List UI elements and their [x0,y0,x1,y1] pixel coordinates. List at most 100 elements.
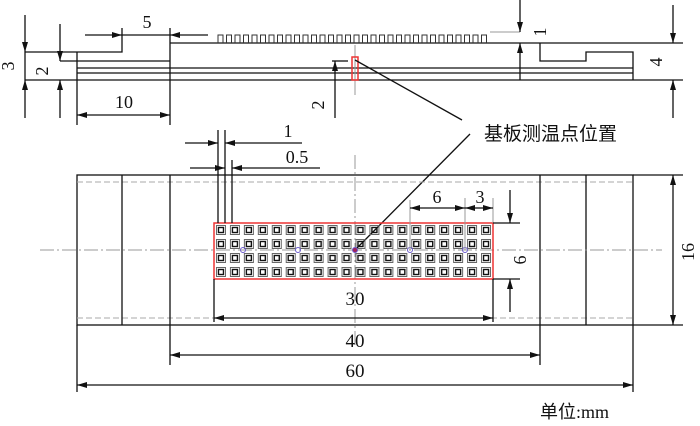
top-view: 1 0.5 6 3 6 16 30 40 60 [40,121,698,392]
pin [385,254,392,262]
pin-outer [355,239,366,249]
pin [273,268,280,276]
pin-outer [383,225,394,235]
pin-outer [257,267,268,277]
pin-outer [383,253,394,263]
pin-outer [257,225,268,235]
pin-outer [215,253,226,263]
pin [259,240,267,248]
pin-outer [341,267,352,277]
pin [440,240,448,248]
pin-outer [467,267,478,277]
pin [371,240,378,248]
side-pin [481,34,487,43]
dim-base-height: 3 [0,62,18,71]
dim-step-width: 5 [143,12,152,32]
pin [427,240,434,248]
side-pin [430,34,436,43]
pin [287,240,294,248]
pin-outer [313,239,324,249]
pin [301,240,308,248]
pin [259,226,267,234]
unit-label: 单位:mm [540,402,609,422]
dim-substrate-height: 2 [32,67,52,76]
pin [427,254,434,262]
pin [217,240,225,248]
pin [454,254,462,262]
pin-outer [285,267,296,277]
dim-total-width: 16 [678,243,698,261]
pin [427,226,434,234]
pin-outer [481,267,492,277]
pin-outer [397,267,408,277]
pin-outer [355,267,366,277]
dim-pin-pitch: 1 [284,121,293,141]
dim-array-height: 6 [510,256,530,265]
side-probe-marker [351,56,359,81]
pin [357,226,364,234]
leader-line-top [354,133,471,251]
probe-annotation: 基板测温点位置 [484,123,617,145]
pin-outer [369,225,380,235]
pin-outer [285,225,296,235]
pin-outer [299,267,310,277]
pin-outer [271,225,282,235]
pin [399,240,406,248]
pin-outer [229,267,240,277]
side-pin [464,34,470,43]
pin-outer [271,253,282,263]
pin-outer [425,225,436,235]
side-pin [294,34,300,43]
pin-outer [467,225,478,235]
pin [454,226,462,234]
leader-line-side [354,59,463,121]
pin [315,240,322,248]
pin-outer [453,267,464,277]
side-pin [285,34,292,43]
pin [217,268,225,276]
pin-outer [327,253,338,263]
pin-outer [383,239,394,249]
pin-outer [369,253,380,263]
pin-outer [327,267,338,277]
pin [371,226,378,234]
pin [468,240,476,248]
pin [357,254,364,262]
side-pin [455,34,462,43]
pin-outer [481,239,492,249]
pin [343,240,350,248]
pin [385,226,392,234]
pin-outer [453,239,464,249]
dim-edge-spacing: 3 [476,187,485,207]
pin-outer [369,239,380,249]
side-view: 3 2 5 10 2 1 4 [0,0,683,125]
pin [357,240,364,248]
pin [231,254,239,262]
pin [273,240,280,248]
pin-outer [285,239,296,249]
pin-outer [243,267,254,277]
pin-outer [383,267,394,277]
pin [482,226,490,234]
pin [301,254,308,262]
pin-outer [243,253,254,263]
pin-outer [453,225,464,235]
pin [329,240,336,248]
pin-outer [341,239,352,249]
pin-outer [425,267,436,277]
side-pin [226,34,232,43]
side-pin [243,34,249,43]
pin-outer [243,225,254,235]
pin-outer [439,253,450,263]
pin [273,226,280,234]
pin-outer [285,253,296,263]
pin-outer [229,239,240,249]
pin [468,268,476,276]
dim-middle-length: 40 [346,331,365,352]
pin-outer [215,239,226,249]
pin [413,254,420,262]
side-pin [413,34,419,43]
pin [259,268,267,276]
pin [315,254,322,262]
pin-outer [481,225,492,235]
